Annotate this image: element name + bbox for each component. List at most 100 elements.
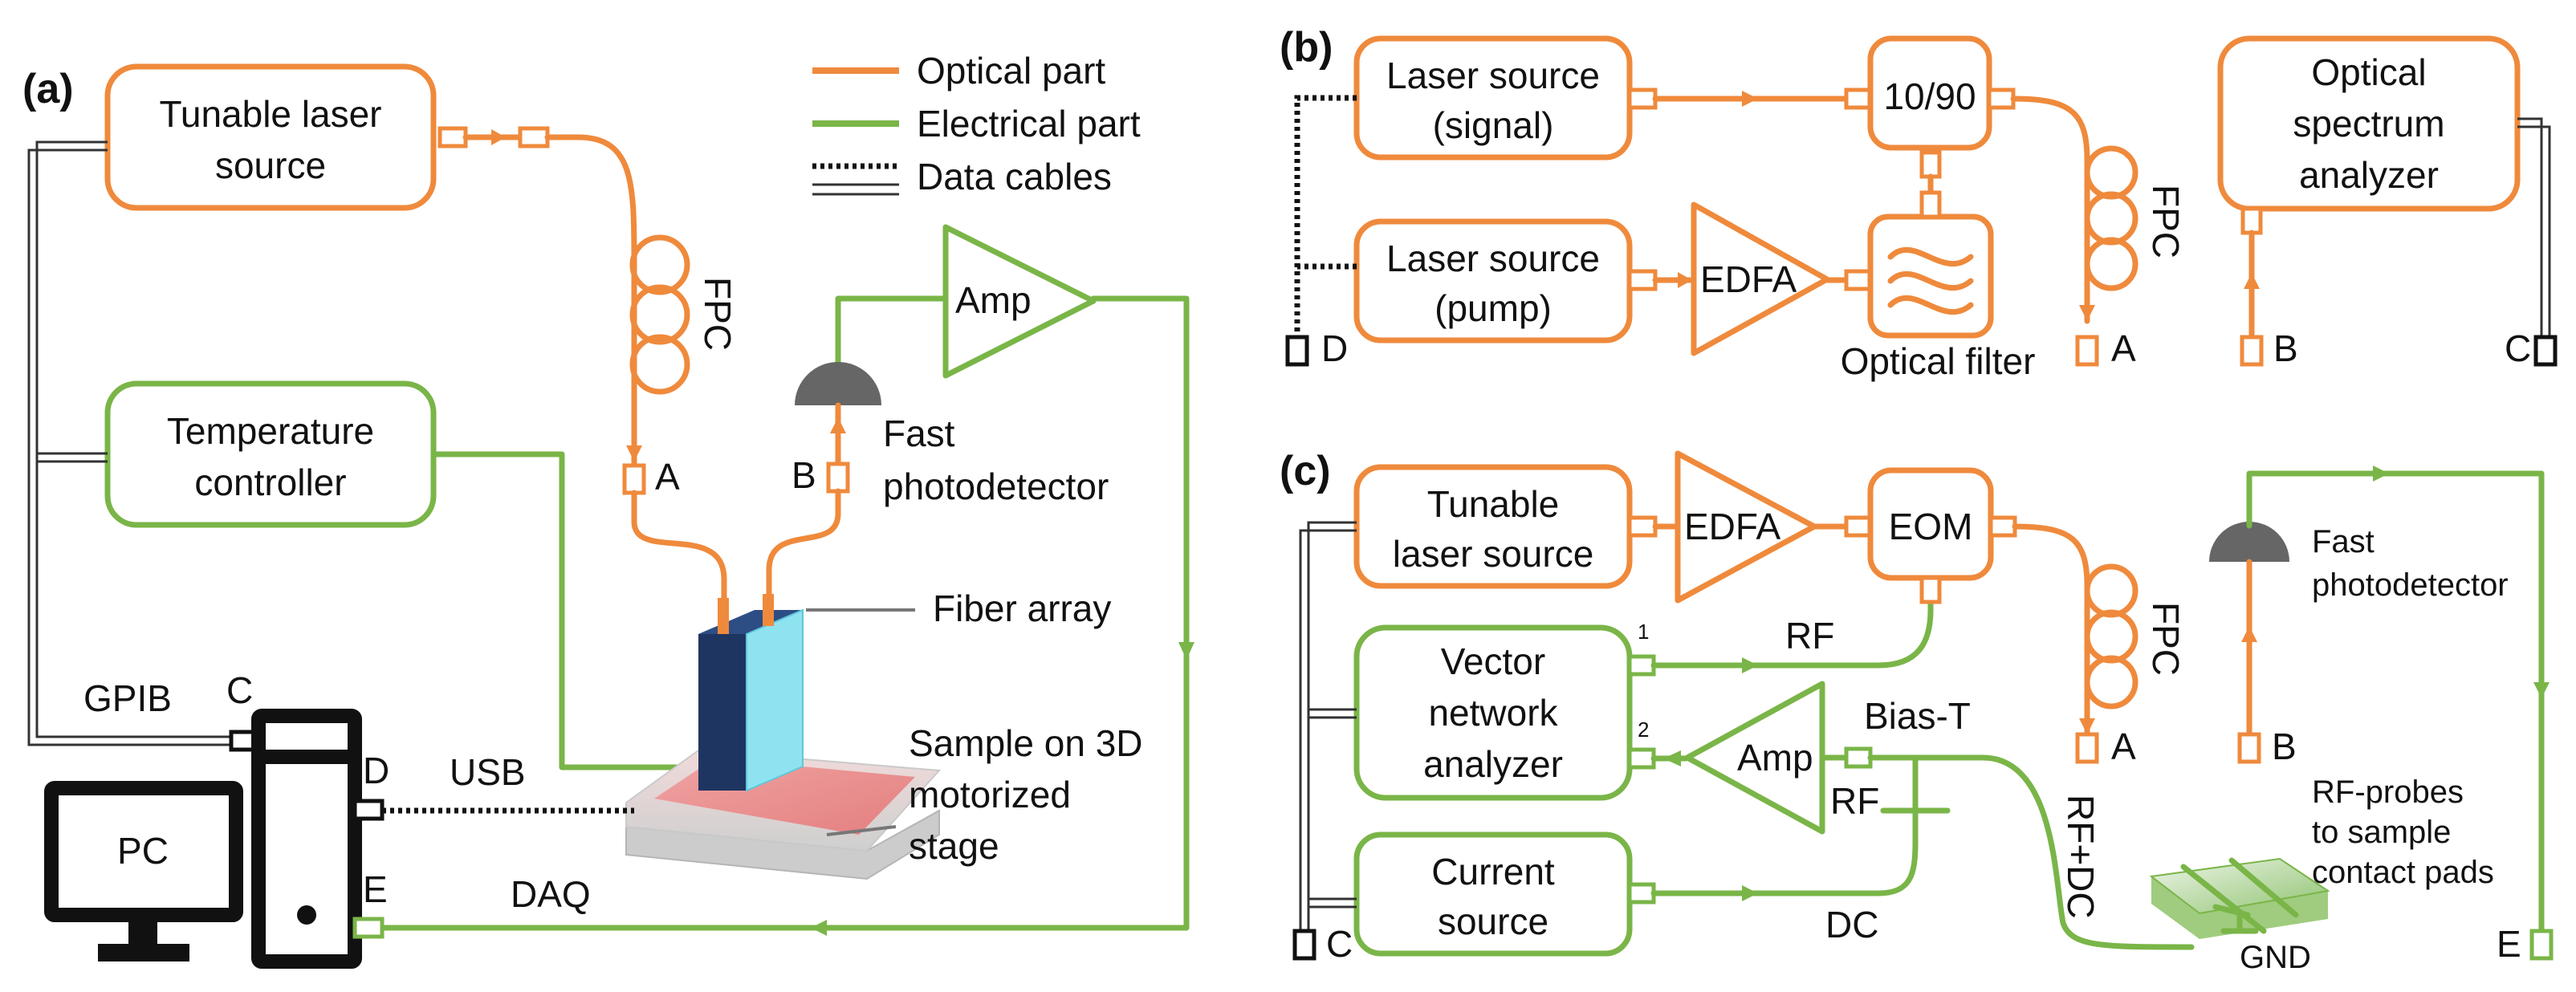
port-e-label: E — [363, 868, 388, 910]
port-c-a-label: A — [2111, 726, 2136, 767]
pc-label: PC — [117, 830, 169, 872]
pd-to-amp-wire — [835, 295, 949, 374]
port-c-c-connector — [1292, 929, 1316, 961]
current-source-line2: source — [1438, 901, 1548, 942]
gpib-label: GPIB — [83, 677, 172, 719]
vna-port1-label: 1 — [1638, 620, 1649, 644]
osa-data-line2 — [2517, 125, 2551, 337]
dc-wire — [1650, 807, 1919, 896]
legend-data-label: Data cables — [917, 156, 1112, 197]
amp-to-daq-wire — [374, 295, 1190, 931]
port-c-label: C — [226, 669, 253, 711]
port-b-a-label: A — [2111, 327, 2136, 369]
vna-port2-connector — [1627, 747, 1656, 770]
port-a-connector — [622, 463, 646, 495]
daq-label: DAQ — [511, 873, 591, 915]
vna-line3: analyzer — [1423, 743, 1563, 785]
fiber-to-fpc — [544, 134, 637, 477]
port-c-a-connector — [2075, 732, 2099, 764]
port-b-c-connector — [2533, 335, 2558, 367]
panel-b-label: (b) — [1280, 24, 1333, 71]
fpc-c-label: FPC — [2145, 602, 2187, 676]
vna-box — [1353, 624, 1633, 801]
panel-a: (a) Optical part Electrical part Data ca… — [22, 50, 1194, 969]
coupler-drop-connector — [1919, 150, 1942, 179]
port-b-b-label: B — [2273, 327, 2298, 369]
port-b-connector — [826, 461, 850, 494]
amp-out-arrow — [1663, 750, 1681, 766]
fpc-c — [2084, 563, 2139, 709]
sample-line2: motorized — [909, 774, 1071, 815]
rf-probes-chip — [2149, 857, 2330, 939]
laser-fiber-arrow — [491, 129, 506, 145]
temperature-line1: Temperature — [167, 410, 374, 452]
edfa-b-triangle — [1691, 201, 1830, 356]
filter-top-connector — [1919, 190, 1942, 219]
gnd-label: GND — [2240, 940, 2311, 975]
laser-c-connector — [1627, 515, 1658, 538]
coupler-label: 10/90 — [1883, 75, 1976, 117]
panel-c: (c) Tunable laser source EDFA EOM FPC A … — [1280, 448, 2554, 975]
coupler-in-connector — [1844, 87, 1873, 110]
probes-line3: contact pads — [2312, 855, 2494, 890]
port-d-label: D — [363, 750, 389, 791]
port-b-a-connector — [2075, 335, 2099, 367]
sample-pointer — [826, 825, 897, 836]
edfa-c-label: EDFA — [1684, 506, 1780, 547]
optical-filter-box — [1867, 213, 1994, 339]
legend-optical-label: Optical part — [917, 50, 1105, 91]
tunable-laser-c-line2: laser source — [1393, 533, 1594, 575]
dc-wire-arrow — [1742, 885, 1758, 901]
probes-line2: to sample — [2312, 815, 2451, 850]
vna-port1-connector — [1627, 654, 1656, 677]
coupler-out-fiber — [2010, 96, 2090, 324]
pc-icon — [44, 709, 362, 969]
edfa-c-triangle — [1675, 450, 1817, 604]
pd-c-wire-arrow2 — [2533, 682, 2550, 698]
port-a-label: A — [655, 456, 680, 498]
temperature-line2: controller — [194, 461, 346, 503]
pump-connector — [1627, 269, 1658, 291]
laser-signal-line1: Laser source — [1386, 55, 1600, 96]
current-source-line1: Current — [1431, 851, 1555, 892]
fiber-array-block — [698, 594, 804, 792]
fiber-arrow-b-a — [2079, 305, 2095, 321]
pd-c-wire — [2246, 470, 2545, 934]
current-source-connector — [1627, 882, 1656, 905]
usb-label: USB — [450, 751, 526, 793]
tunable-laser-box — [104, 63, 437, 211]
bias-t-label: Bias-T — [1864, 695, 1971, 737]
legend-electrical-label: Electrical part — [917, 103, 1141, 144]
fiber-array-label: Fiber array — [933, 587, 1111, 629]
signal-fiber-arrow — [1742, 91, 1758, 107]
fast-photodetector-c-icon — [2209, 522, 2289, 562]
temperature-controller-box — [104, 380, 437, 528]
port-c-e-connector — [2529, 929, 2554, 961]
vna-port2-label: 2 — [1638, 718, 1649, 742]
osa-box — [2217, 35, 2521, 212]
c-data-line1 — [1307, 521, 1357, 931]
rf-dc-wire — [1955, 754, 2195, 950]
fiber-array-fiber-b — [763, 594, 774, 626]
vna-line1: Vector — [1441, 640, 1545, 682]
eom-in-connector — [1844, 515, 1873, 538]
coupler-out-connector — [1987, 87, 2016, 110]
port-c-b-label: B — [2272, 726, 2297, 767]
pd-c-fiber-arrow — [2241, 626, 2257, 642]
fast-pd-c-line2: photodetector — [2312, 567, 2509, 603]
laser-output-connector — [437, 126, 468, 148]
osa-line3: analyzer — [2299, 154, 2439, 196]
panel-c-label: (c) — [1280, 448, 1331, 494]
laser-signal-line2: (signal) — [1433, 104, 1554, 146]
fast-pd-c-line1: Fast — [2312, 524, 2375, 559]
vna-to-eom-wire — [1650, 599, 1934, 669]
vna-line2: network — [1428, 692, 1558, 734]
port-c-e-label: E — [2497, 923, 2521, 965]
sample-line3: stage — [909, 825, 999, 867]
pd-c-wire-arrow — [2373, 466, 2389, 482]
vna-rf-arrow — [1742, 657, 1758, 673]
fpc-a-label: FPC — [697, 277, 739, 351]
amp-a-label: Amp — [955, 279, 1032, 321]
laser-pump-line2: (pump) — [1435, 287, 1552, 329]
optical-filter-label: Optical filter — [1841, 340, 2036, 382]
